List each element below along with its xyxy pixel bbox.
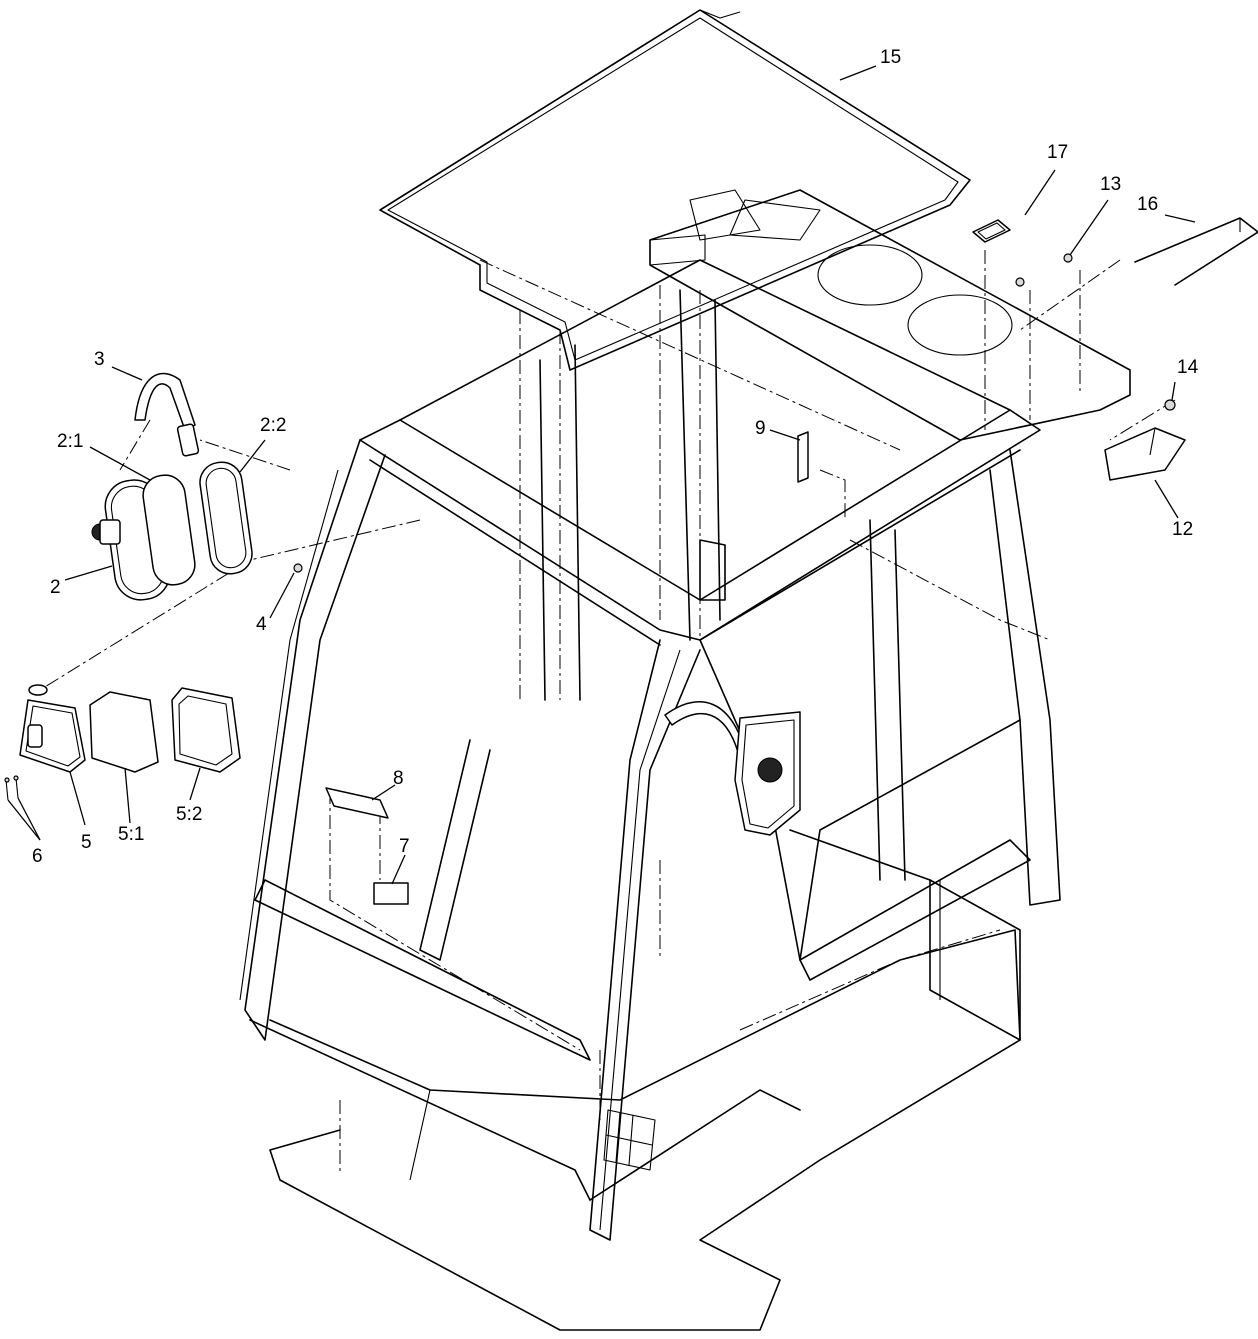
callout-9: 9	[755, 418, 766, 439]
mirror-arm-part-3	[134, 372, 200, 457]
bolt-part-4	[293, 563, 303, 573]
callout-5-1: 5:1	[118, 824, 144, 845]
vent-grille	[603, 1109, 656, 1171]
decal-part-9	[797, 431, 809, 483]
callout-13: 13	[1100, 174, 1121, 195]
callout-2-1: 2:1	[57, 431, 83, 452]
roof-mounting-plate	[649, 189, 1131, 441]
screw-part-6	[4, 775, 19, 801]
callout-7: 7	[399, 836, 410, 857]
callout-17: 17	[1047, 142, 1068, 163]
mirror-assembly-part-5	[19, 684, 241, 773]
leader-lines	[7, 65, 1196, 885]
callout-2: 2	[50, 577, 61, 598]
callout-2-2: 2:2	[260, 415, 286, 436]
callout-5-2: 5:2	[176, 804, 202, 825]
callout-4: 4	[256, 614, 267, 635]
installed-mirror	[664, 701, 801, 836]
roof-seal-part-15	[379, 9, 971, 371]
decal-part-8	[325, 787, 389, 819]
callout-labels: 15 17 13 16 14 12 9 3 2:1 2:2 2 4 5 5:1 …	[32, 47, 1199, 867]
callout-12: 12	[1172, 519, 1193, 540]
callout-8: 8	[393, 768, 404, 789]
callout-3: 3	[94, 349, 105, 370]
callout-14: 14	[1177, 357, 1199, 378]
nut-part-14	[1164, 399, 1176, 411]
callout-6: 6	[32, 846, 43, 867]
seal-part-17	[972, 219, 1011, 243]
callout-5: 5	[81, 832, 92, 853]
callout-15: 15	[880, 47, 901, 68]
decal-part-7	[373, 882, 409, 905]
assembly-lines	[39, 250, 1176, 1175]
wire-bracket-part-16	[1134, 217, 1258, 286]
bracket-part-12	[1104, 427, 1186, 481]
mirror-assembly-part-2	[91, 461, 253, 601]
screw-part-13	[1015, 253, 1073, 287]
callout-16: 16	[1137, 194, 1158, 215]
